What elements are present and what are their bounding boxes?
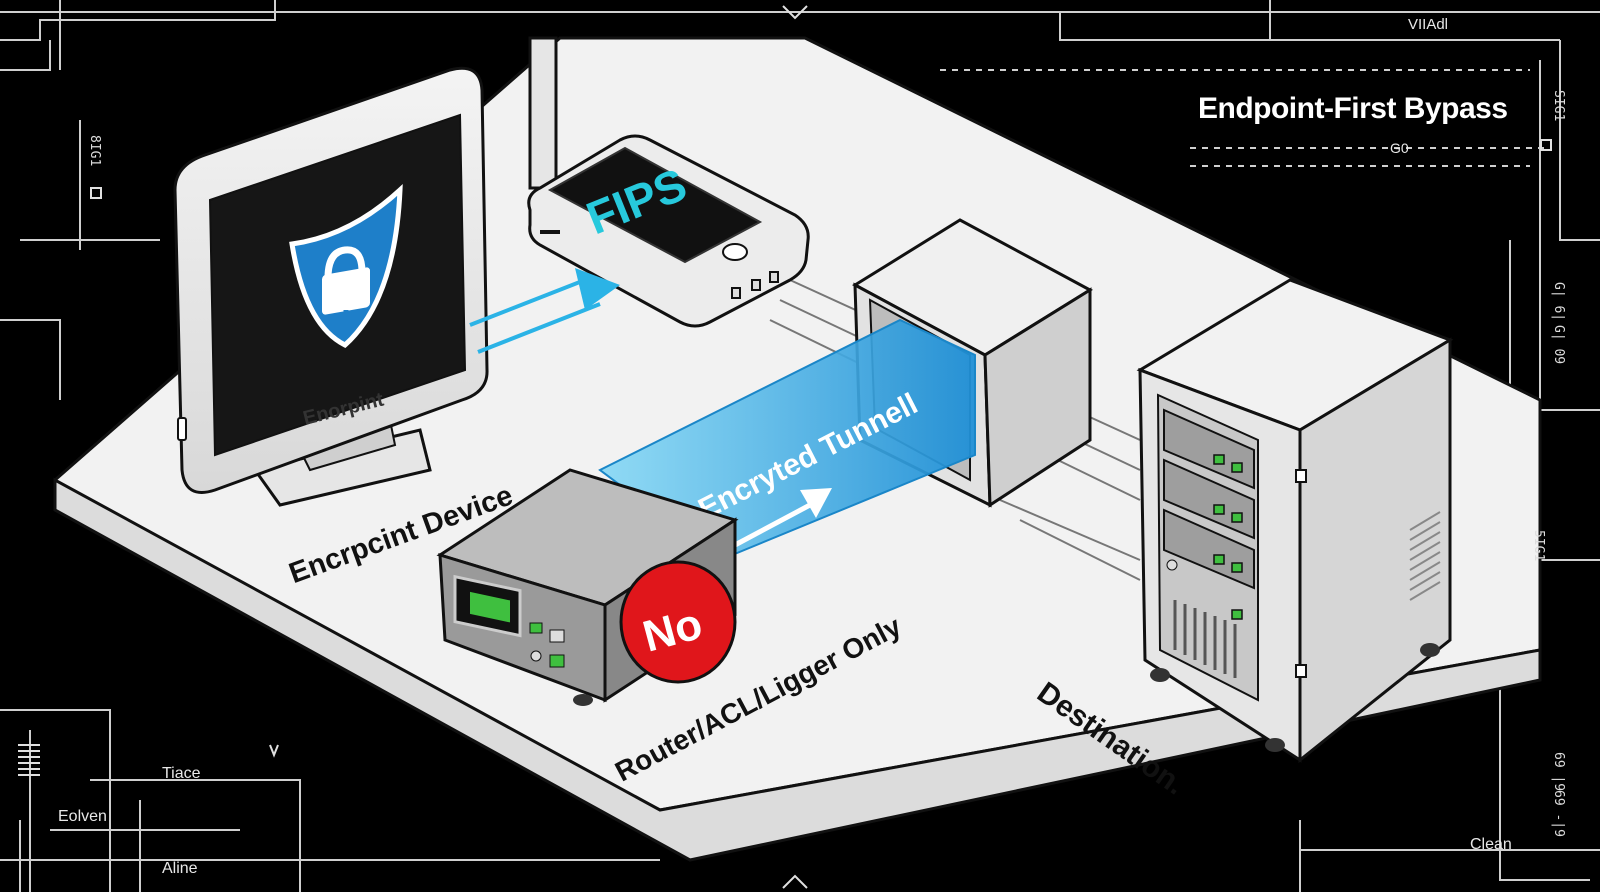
hud-aline: Aline: [162, 860, 198, 877]
hud-right-code-2: G| 6|: [1551, 282, 1566, 322]
hud-ticks: [18, 744, 40, 776]
destination-server: [1136, 278, 1454, 764]
hud-right-code-1: SIG1: [1551, 90, 1566, 122]
hud-right-code-5: 69 |9: [1551, 752, 1566, 792]
arrow-to-phone: [469, 268, 620, 354]
hud-right-code-4: 5IG1: [1531, 530, 1546, 562]
hud-eolven: Eolven: [58, 808, 107, 825]
back-wall: [528, 36, 558, 190]
no-badge-icon: [619, 560, 737, 684]
hud-right-code-3: G| 09: [1551, 325, 1566, 365]
shield-lock-icon: [289, 184, 403, 348]
hud-right-code-6: 69 -|9: [1551, 790, 1566, 837]
hud-clean: Clean: [1470, 836, 1512, 853]
diagram-title: Endpoint-First Bypass: [1198, 92, 1508, 125]
tunnel-arrow: [733, 488, 832, 548]
hud-code-left: 8IG1: [87, 135, 102, 167]
dashed-guide-lines: [940, 69, 1550, 167]
fips-phone: [527, 134, 810, 328]
hud-trace: Tiace: [162, 765, 201, 782]
hud-code-top-right: VIIAdl: [1408, 16, 1449, 33]
hud-code-g0: G0: [1390, 140, 1409, 156]
platform-edge: [53, 477, 1542, 862]
